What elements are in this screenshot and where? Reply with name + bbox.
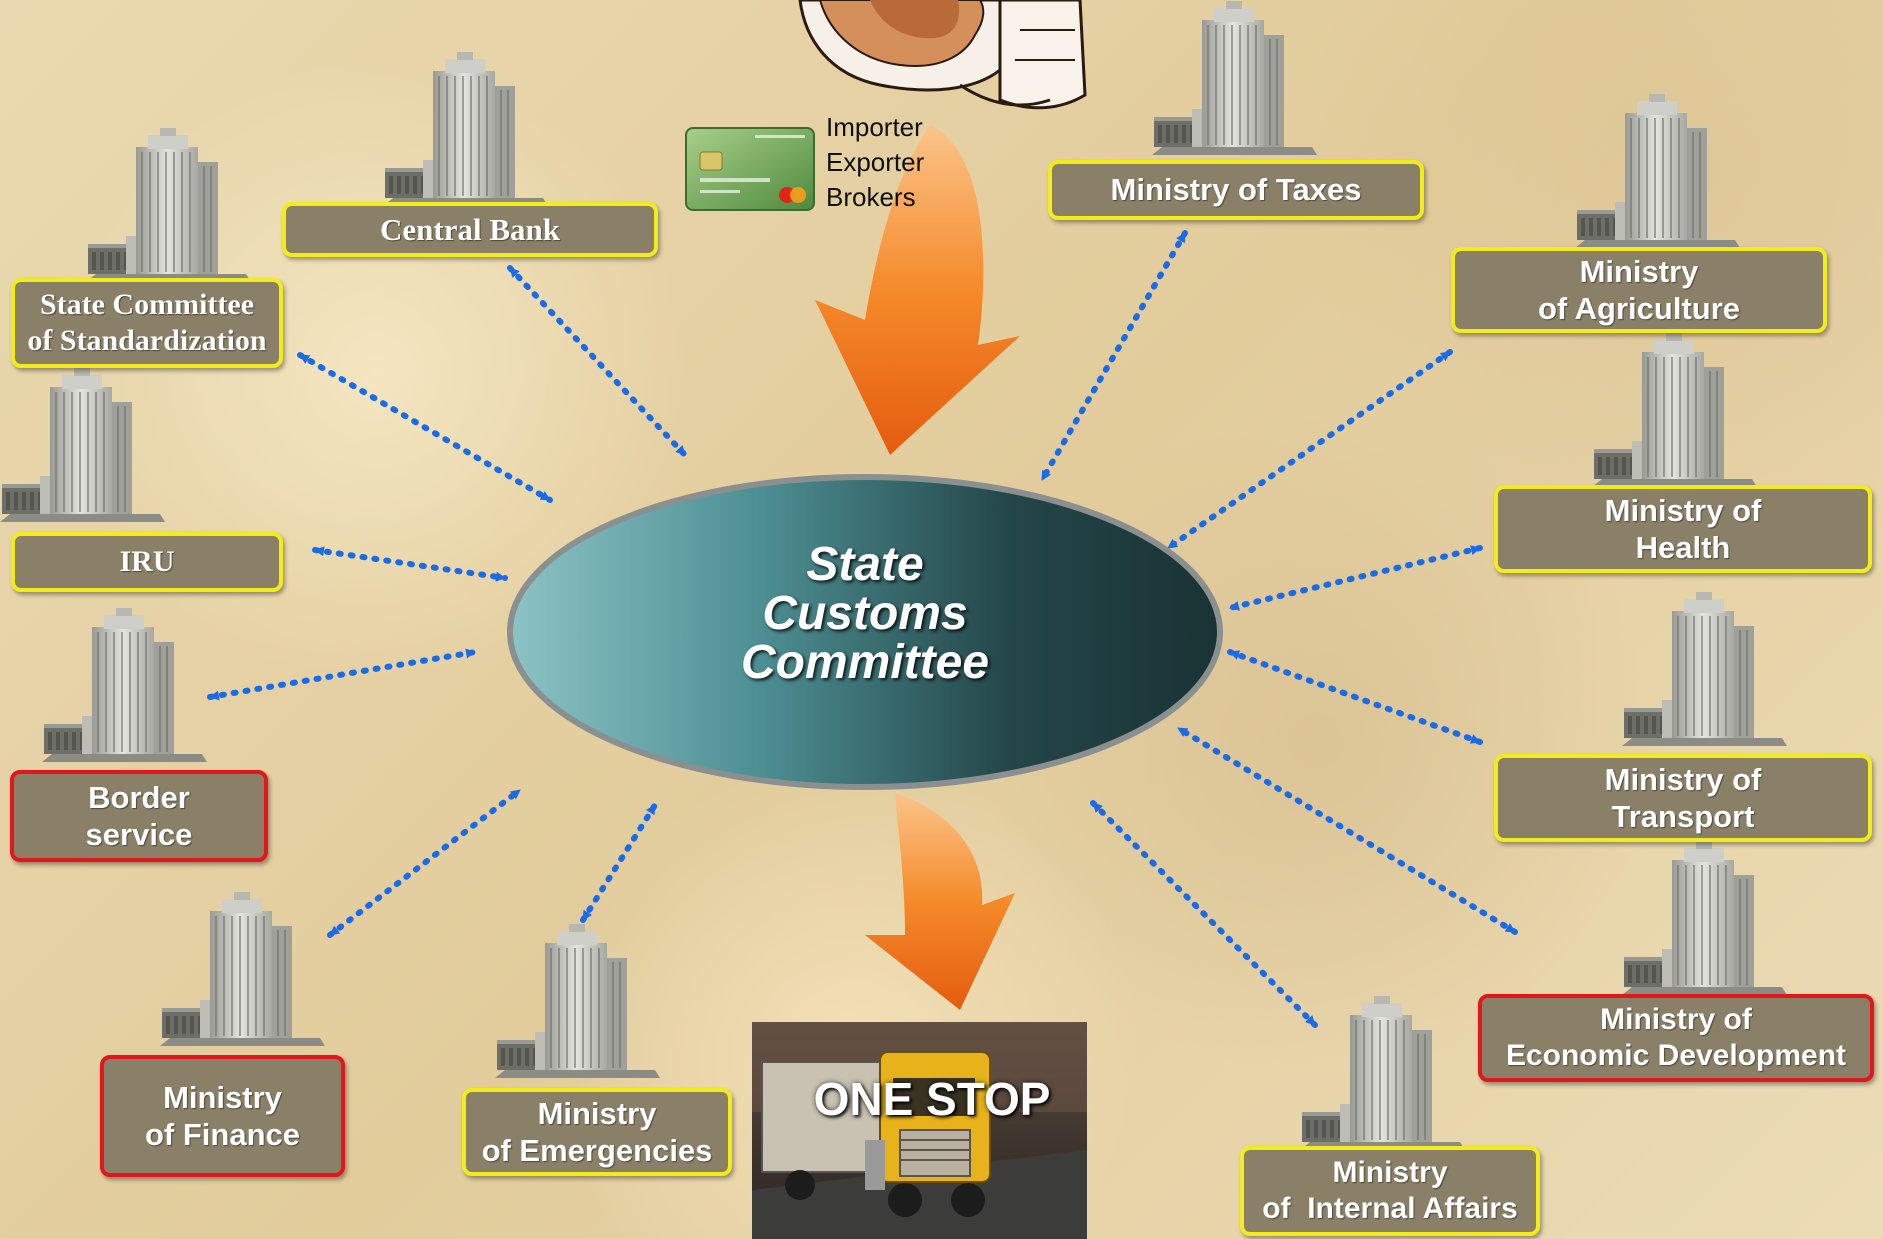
node-ministry-taxes: Ministry of Taxes [1048,160,1424,220]
center-label-line: State [806,538,924,591]
node-ministry-health: Ministry of Health [1494,485,1872,573]
office-building-icon [1299,995,1466,1151]
node-ministry-finance: Ministry of Finance [100,1055,345,1177]
flow-arrow-icon [815,125,1020,455]
node-label-line: Ministry [163,1079,282,1115]
node-iru: IRU [11,532,283,592]
node-label-line: Ministry of [1604,761,1762,797]
bidirectional-arrow-icon [1090,800,1318,1028]
office-building-icon [1621,840,1788,996]
center-label-line: Committee [740,636,990,689]
node-state-committee-standardization: State Committee of Standardization [11,278,283,368]
bidirectional-arrow-icon [312,546,508,582]
office-building-icon [1621,591,1788,747]
bidirectional-arrow-icon [297,352,553,503]
node-label-line: State Committee [39,288,255,321]
credit-card-icon [685,127,815,211]
center-label: State Customs Committee [700,540,1030,687]
node-ministry-transport: Ministry of Transport [1494,754,1872,842]
node-label-line: Ministry [537,1095,657,1131]
node-central-bank: Central Bank [282,202,658,257]
office-building-icon [494,923,661,1079]
node-label-line: Ministry of Taxes [1110,172,1362,208]
center-label-line: Customs [762,587,968,640]
bidirectional-arrow-icon [1039,230,1188,483]
traders-label: Importer Exporter Brokers [826,110,924,215]
bidirectional-arrow-icon [1227,649,1483,745]
node-label-line: of Standardization [27,324,267,357]
node-label-line: Border [88,779,190,815]
flow-arrow-icon [865,793,1015,1010]
node-label-line: Ministry [1579,253,1699,289]
traders-label-line: Brokers [826,182,916,212]
node-ministry-agriculture: Ministry of Agriculture [1451,247,1827,333]
node-label-line: service [85,817,193,852]
node-label-line: of Emergencies [481,1133,713,1168]
office-building-icon [1591,332,1758,488]
bidirectional-arrow-icon [1175,725,1518,935]
bidirectional-arrow-icon [507,265,688,458]
bidirectional-arrow-icon [1227,545,1483,611]
bidirectional-arrow-icon [207,648,478,701]
bidirectional-arrow-icon [327,787,523,938]
connectors [207,230,1518,1028]
node-label-line: of Agriculture [1537,291,1741,326]
office-building-icon [382,51,549,207]
hand-icon [798,0,1087,110]
node-border-service: Border service [10,770,268,862]
node-label-line: Ministry [1332,1156,1448,1189]
node-label-line: Economic Development [1505,1039,1847,1072]
node-label-line: Central Bank [380,211,560,247]
office-building-icon [1574,93,1741,249]
node-ministry-economic-development: Ministry of Economic Development [1478,994,1874,1082]
node-ministry-emergencies: Ministry of Emergencies [462,1088,732,1176]
bidirectional-arrow-icon [1165,349,1453,551]
node-ministry-internal-affairs: Ministry of Internal Affairs [1240,1146,1540,1236]
truck-icon [752,1022,1087,1239]
one-stop-label: ONE STOP [813,1073,1051,1125]
office-building-icon [159,891,326,1047]
state-customs-committee-ellipse [507,474,1223,790]
traders-label-line: Importer [826,112,923,142]
traders-label-line: Exporter [826,147,925,177]
office-building-icon [1151,0,1318,156]
node-label-line: Health [1635,530,1731,565]
node-label-line: Ministry of [1604,492,1762,528]
bidirectional-arrow-icon [580,802,658,923]
office-building-icon [41,607,208,763]
node-label-line: IRU [119,545,175,578]
office-building-icon [0,367,166,523]
node-label-line: Transport [1611,799,1755,834]
node-label-line: Ministry of [1600,1003,1752,1036]
node-label-line: of Internal Affairs [1262,1192,1518,1225]
node-label-line: of Finance [144,1117,300,1152]
office-building-icon [85,127,252,283]
